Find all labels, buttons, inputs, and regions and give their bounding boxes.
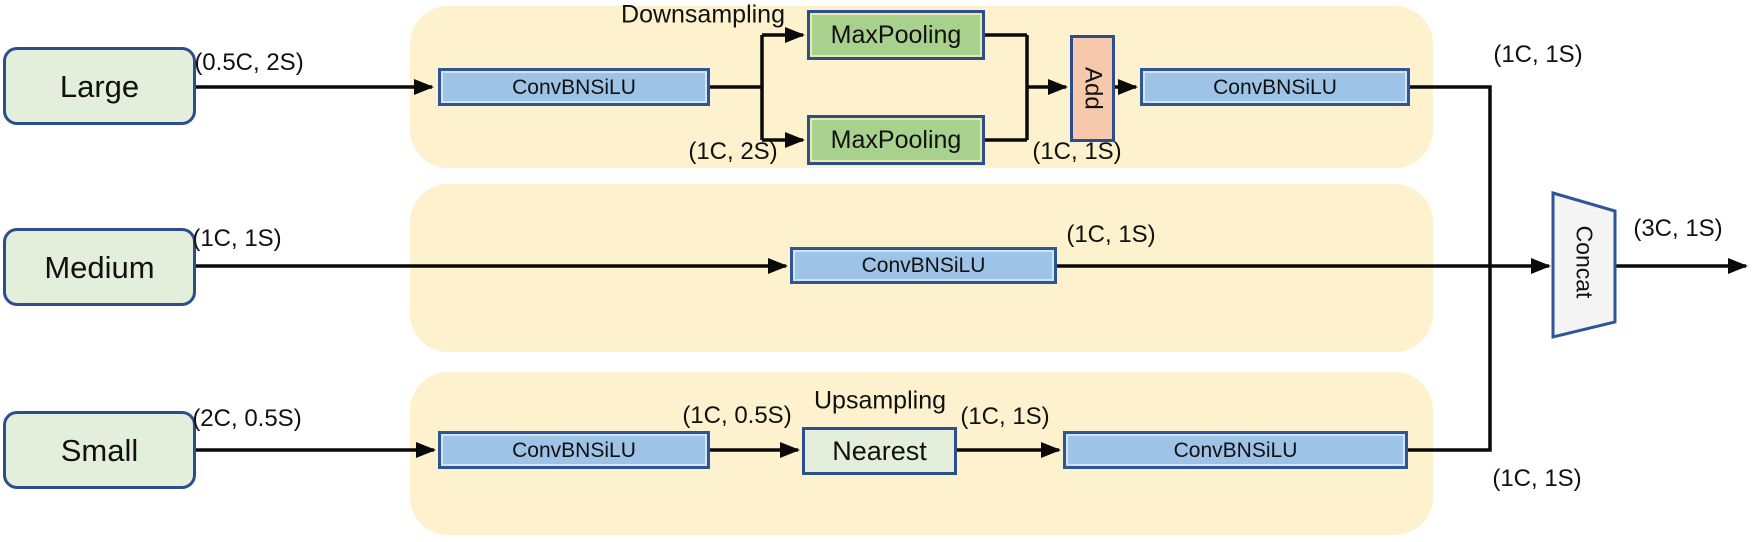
block-conv-bottom-2: ConvBNSiLU bbox=[1063, 431, 1408, 469]
input-medium-label: Medium bbox=[44, 249, 155, 285]
input-large: Large bbox=[3, 47, 196, 125]
block-conv-bottom-2-label: ConvBNSiLU bbox=[1173, 438, 1298, 462]
block-nearest: Nearest bbox=[802, 427, 957, 475]
annotation-upsample-in: (1C, 0.5S) bbox=[682, 402, 792, 429]
annotation-small-in: (2C, 0.5S) bbox=[192, 405, 302, 432]
annotation-mid-out: (1C, 1S) bbox=[1066, 221, 1156, 248]
input-small-label: Small bbox=[60, 432, 139, 468]
input-medium: Medium bbox=[3, 228, 196, 306]
annotation-add-out: (1C, 1S) bbox=[1032, 138, 1122, 165]
block-maxpool-2-label: MaxPooling bbox=[830, 125, 962, 154]
block-concat-label: Concat bbox=[1571, 226, 1598, 305]
label-downsampling: Downsampling bbox=[621, 0, 785, 29]
block-conv-top-2-label: ConvBNSiLU bbox=[1213, 75, 1337, 99]
annotation-nearest-out: (1C, 1S) bbox=[960, 403, 1050, 430]
block-conv-top-1-label: ConvBNSiLU bbox=[512, 75, 636, 99]
block-conv-top-2: ConvBNSiLU bbox=[1140, 68, 1410, 106]
block-add-label: Add bbox=[1079, 67, 1107, 110]
label-upsampling: Upsampling bbox=[813, 386, 947, 415]
block-add: Add bbox=[1070, 35, 1115, 142]
edge-collector bbox=[1408, 85, 1492, 452]
annotation-medium-in: (1C, 1S) bbox=[192, 225, 282, 252]
block-nearest-label: Nearest bbox=[832, 435, 927, 466]
input-large-label: Large bbox=[59, 68, 140, 104]
block-conv-mid-label: ConvBNSiLU bbox=[861, 254, 986, 277]
annotation-maxpool-in: (1C, 2S) bbox=[688, 138, 778, 165]
block-conv-top-1: ConvBNSiLU bbox=[438, 68, 710, 106]
block-maxpool-2: MaxPooling bbox=[807, 115, 985, 165]
annotation-large-in: (0.5C, 2S) bbox=[194, 49, 304, 76]
block-conv-bottom-1-label: ConvBNSiLU bbox=[512, 438, 636, 462]
block-conv-bottom-1: ConvBNSiLU bbox=[438, 431, 710, 469]
block-conv-mid: ConvBNSiLU bbox=[790, 247, 1057, 284]
block-maxpool-1-label: MaxPooling bbox=[830, 20, 962, 49]
annotation-bottom-out: (1C, 1S) bbox=[1492, 465, 1582, 492]
block-maxpool-1: MaxPooling bbox=[807, 10, 985, 60]
concat-trapezoid bbox=[1551, 191, 1617, 339]
annotation-concat-out: (3C, 1S) bbox=[1633, 215, 1723, 242]
concat-text: Concat bbox=[1571, 225, 1598, 299]
annotation-top-out: (1C, 1S) bbox=[1493, 41, 1583, 68]
input-small: Small bbox=[3, 411, 196, 489]
